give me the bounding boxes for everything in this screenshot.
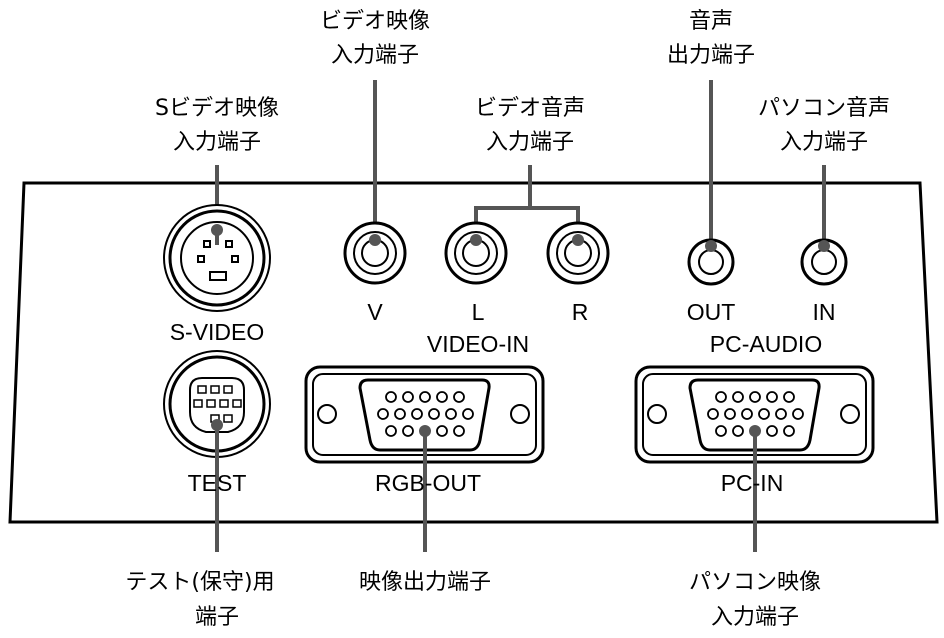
- callout-pc-audio-in-line1: パソコン音声: [758, 96, 890, 121]
- callout-s-video-in-line2: 入力端子: [173, 130, 261, 155]
- video-v-jack: [343, 221, 407, 285]
- rgb-out-port: [304, 365, 545, 464]
- callout-audio-out-line1: 音声: [689, 9, 733, 34]
- label-pc-audio: PC-AUDIO: [710, 331, 822, 357]
- callout-pc-audio-in-line2: 入力端子: [780, 130, 868, 155]
- label-rgb-out: RGB-OUT: [375, 470, 481, 496]
- label-test: TEST: [188, 470, 247, 496]
- callout-video-in-line1: ビデオ映像: [320, 9, 430, 34]
- label-in: IN: [813, 299, 836, 325]
- callout-audio-in-line2: 入力端子: [486, 130, 574, 155]
- label-l: L: [472, 299, 485, 325]
- audio-r-jack: [546, 221, 610, 285]
- callout-pc-in-line2: 入力端子: [711, 605, 799, 630]
- s-video-port: [163, 204, 271, 312]
- pc-in-port: [634, 365, 875, 464]
- callout-audio-out-line2: 出力端子: [667, 43, 755, 68]
- label-out: OUT: [687, 299, 736, 325]
- callout-pc-in-line1: パソコン映像: [689, 570, 821, 595]
- label-r: R: [572, 299, 589, 325]
- callout-rgb-out: 映像出力端子: [359, 570, 491, 595]
- label-v: V: [367, 299, 383, 325]
- pc-audio-in-jack: [800, 238, 848, 286]
- callout-s-video-in-line1: Sビデオ映像: [155, 96, 279, 121]
- audio-l-jack: [444, 221, 508, 285]
- callout-audio-in-line1: ビデオ音声: [475, 96, 585, 121]
- audio-out-jack: [687, 238, 735, 286]
- callout-test-line1: テスト(保守)用: [125, 570, 274, 595]
- callout-test-line2: 端子: [195, 605, 239, 630]
- label-video-in: VIDEO-IN: [427, 331, 529, 357]
- label-pc-in: PC-IN: [721, 470, 784, 496]
- callout-video-in-line2: 入力端子: [331, 43, 419, 68]
- label-s-video: S-VIDEO: [170, 319, 265, 345]
